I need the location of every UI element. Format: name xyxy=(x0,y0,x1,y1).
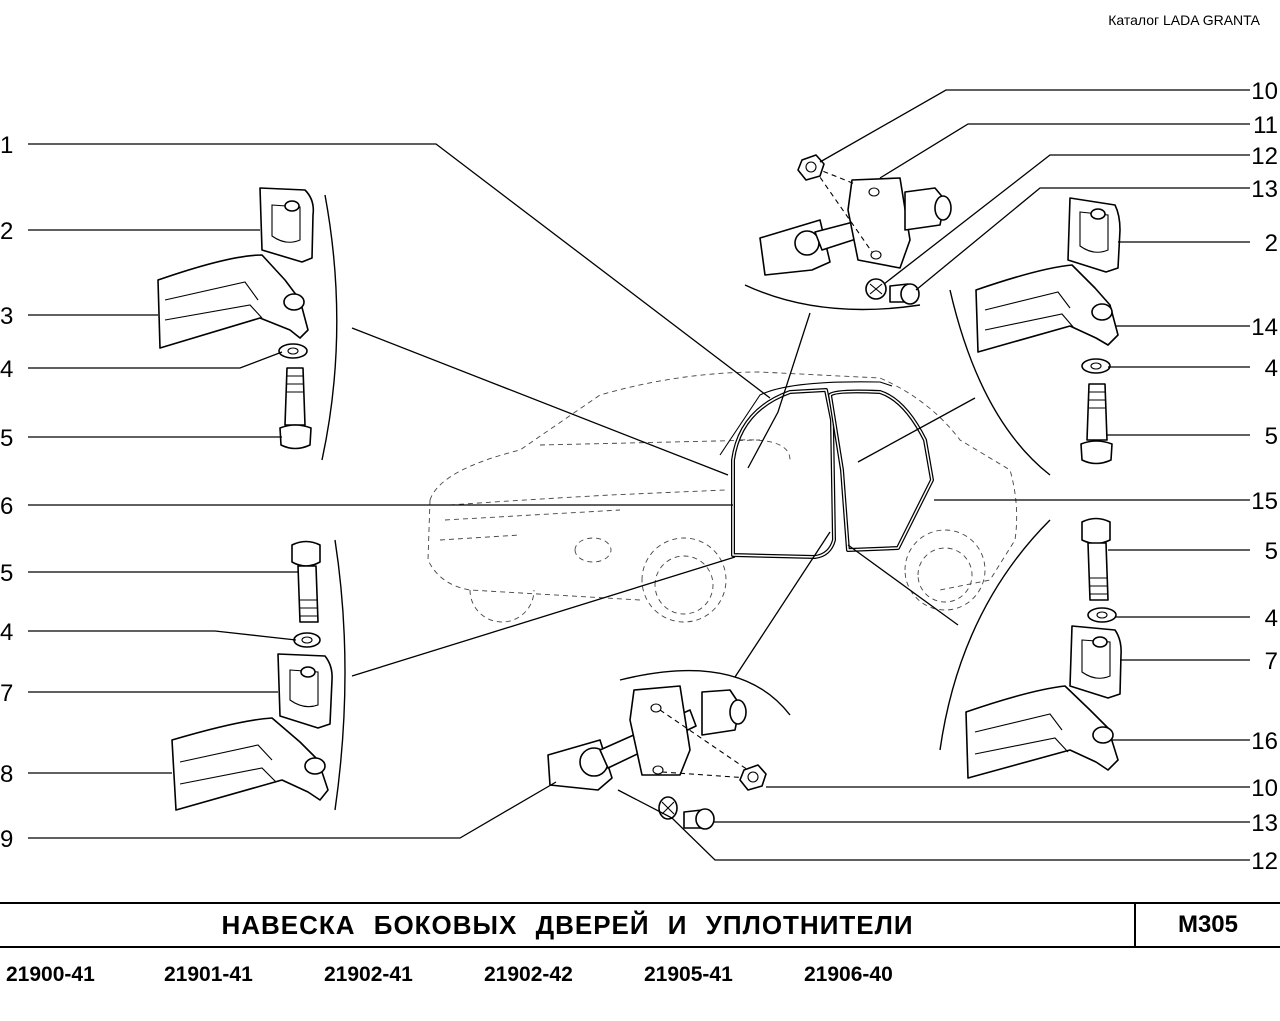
rear-door-seal xyxy=(828,389,934,552)
hinge-part-16-right xyxy=(965,685,1119,779)
model-code: 21906-40 xyxy=(804,963,893,986)
callout-2-right: 2 xyxy=(1265,230,1278,257)
bolt-13-top xyxy=(889,283,920,305)
group-arc-bottom-left-hinge xyxy=(334,539,346,811)
callout-12-bottom: 12 xyxy=(1251,848,1278,875)
callout-11: 11 xyxy=(1253,112,1278,139)
callout-12-top: 12 xyxy=(1251,143,1278,170)
title-bar: НАВЕСКА БОКОВЫХ ДВЕРЕЙ И УПЛОТНИТЕЛИ М30… xyxy=(0,902,1280,948)
group-arc-right-upper-hinge xyxy=(949,289,1051,476)
callout-1: 1 xyxy=(0,132,13,159)
door-check-bottom xyxy=(547,685,749,791)
hinge-bracket-2-left xyxy=(259,187,315,263)
group-arc-bottom-check xyxy=(619,669,791,716)
callout-16: 16 xyxy=(1251,728,1278,755)
hinge-bracket-7-left xyxy=(277,653,333,729)
callout-4-upper-left: 4 xyxy=(0,356,13,383)
bolt-10-top xyxy=(797,154,825,181)
callout-5-upper-left: 5 xyxy=(0,425,13,452)
model-code: 21902-41 xyxy=(324,963,413,986)
washer-12-top xyxy=(865,278,887,300)
washer-4-lower-left xyxy=(293,632,321,648)
page-title: НАВЕСКА БОКОВЫХ ДВЕРЕЙ И УПЛОТНИТЕЛИ xyxy=(221,910,914,940)
callout-5-upper-right: 5 xyxy=(1265,423,1278,450)
group-arc-top-left-hinge xyxy=(321,194,338,461)
bolt-10-bottom xyxy=(739,764,767,791)
callout-13-bottom: 13 xyxy=(1251,810,1278,837)
front-door-seal xyxy=(719,381,893,559)
callout-9: 9 xyxy=(0,826,13,853)
callouts-left: 1 2 3 4 5 6 5 4 7 8 9 xyxy=(0,132,13,853)
model-code: 21900-41 xyxy=(6,963,95,986)
callout-4-upper-right: 4 xyxy=(1265,355,1278,382)
callouts-right: 10 11 12 13 2 14 4 5 15 5 4 7 16 10 13 1… xyxy=(1251,78,1278,875)
callout-14: 14 xyxy=(1251,314,1278,341)
callout-5-lower-left: 5 xyxy=(0,560,13,587)
callout-5-lower-right: 5 xyxy=(1265,538,1278,565)
pin-5-lower-right xyxy=(1081,517,1111,601)
hinge-part-14-right xyxy=(975,264,1119,353)
callout-13-top: 13 xyxy=(1251,176,1278,203)
callout-7-right: 7 xyxy=(1265,648,1278,675)
pin-5-lower-left xyxy=(291,540,321,623)
washer-4-upper-left xyxy=(278,343,308,359)
callout-10-top: 10 xyxy=(1251,78,1278,105)
title-divider xyxy=(1134,904,1136,946)
callout-6: 6 xyxy=(0,493,13,520)
model-code: 21902-42 xyxy=(484,963,573,986)
pin-5-upper-left xyxy=(279,367,312,450)
model-code: 21905-41 xyxy=(644,963,733,986)
model-code: 21901-41 xyxy=(164,963,253,986)
callout-4-lower-left: 4 xyxy=(0,619,13,646)
catalog-label: Каталог LADA GRANTA xyxy=(1108,12,1260,28)
car-outline xyxy=(427,371,1018,623)
hinge-bracket-7-right xyxy=(1069,625,1122,699)
model-list: 21900-41 21901-41 21902-41 21902-42 2190… xyxy=(0,963,1280,999)
callout-3: 3 xyxy=(0,303,13,330)
leader-lines xyxy=(28,89,1250,861)
washer-4-upper-right xyxy=(1081,358,1111,374)
group-arc-top-check xyxy=(744,284,921,311)
callout-7-left: 7 xyxy=(0,680,13,707)
callout-10-bottom: 10 xyxy=(1251,775,1278,802)
bolt-13-bottom xyxy=(683,808,715,830)
group-arc-right-lower-hinge xyxy=(939,519,1051,751)
pin-5-upper-right xyxy=(1080,383,1113,465)
door-check-top xyxy=(759,167,952,276)
callout-8: 8 xyxy=(0,761,13,788)
hinge-part-3-left xyxy=(157,254,309,349)
washer-4-lower-right xyxy=(1087,607,1117,623)
callout-15: 15 xyxy=(1251,488,1278,515)
callout-2-left: 2 xyxy=(0,218,13,245)
callout-4-lower-right: 4 xyxy=(1265,605,1278,632)
hinge-part-8-left xyxy=(171,717,329,811)
page-code: М305 xyxy=(1177,911,1239,938)
hinge-bracket-2-right xyxy=(1067,197,1121,273)
